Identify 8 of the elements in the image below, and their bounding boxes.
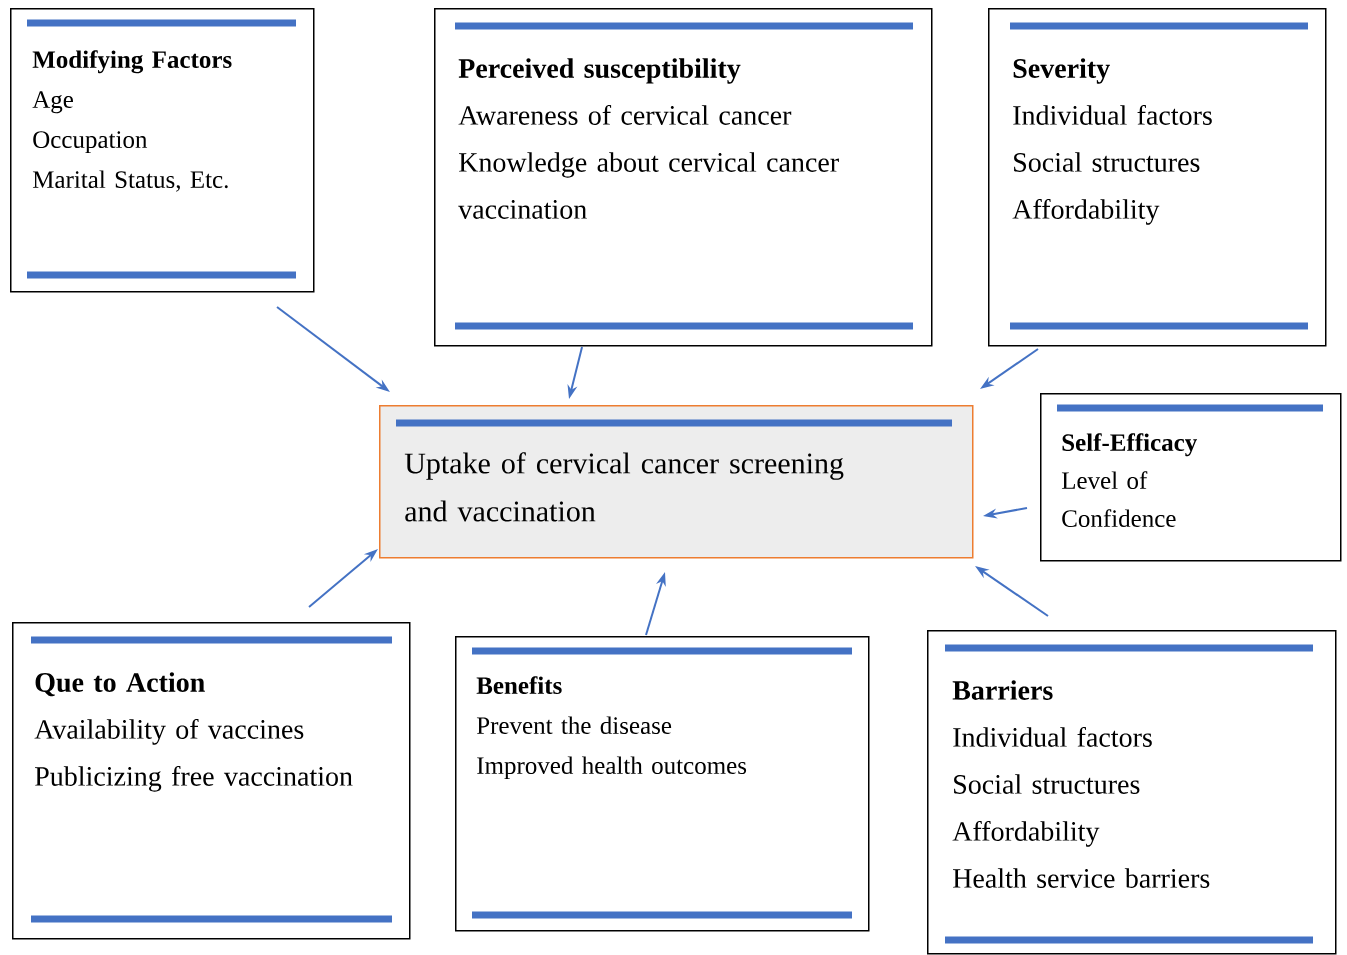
text-box: Severity Individual factors Social structures Affordability	[988, 8, 1327, 347]
text-box: Perceived susceptibility Awareness of cervical cancer Knowledge about cervical cancer vaccination	[434, 8, 933, 347]
text-box: Uptake of cervical cancer screening and vaccination	[379, 405, 974, 559]
text-box: Barriers Individual factors Social structures Affordability Health service barriers	[927, 630, 1337, 955]
text-box: Modifying Factors Age Occupation Marital Status, Etc.	[10, 8, 315, 293]
text-box: Self-Efficacy Level of Confidence	[1040, 393, 1342, 562]
text-box: Benefits Prevent the disease Improved health outcomes	[455, 636, 870, 932]
text-box: Que to Action Availability of vaccines Publicizing free vaccination	[12, 622, 411, 940]
